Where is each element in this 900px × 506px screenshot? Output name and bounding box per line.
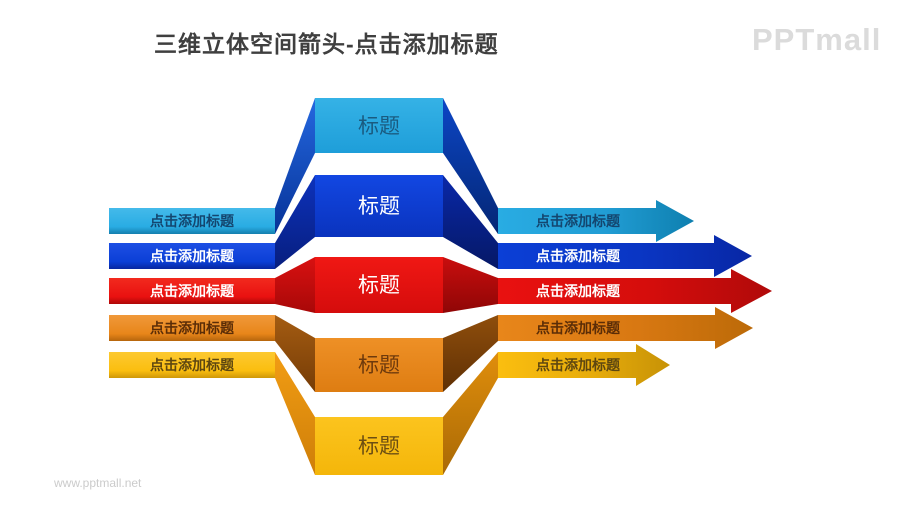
- blue-left-band: [109, 243, 275, 269]
- yellow-right-wing: [443, 352, 498, 475]
- row-blue: 点击添加标题 点击添加标题 标题: [109, 175, 752, 277]
- pptmall-logo: PPTmall: [752, 22, 882, 57]
- cyan-right-wing: [443, 98, 498, 234]
- cyan-center-box: [315, 98, 443, 153]
- red-right-wing: [443, 257, 498, 313]
- orange-center-box: [315, 338, 443, 392]
- blue-box-label: 标题: [358, 195, 400, 218]
- cyan-left-band-label: 点击添加标题: [150, 213, 235, 229]
- row-red: 点击添加标题 点击添加标题 标题: [109, 257, 772, 313]
- yellow-center-box: [315, 417, 443, 475]
- blue-right-band-label: 点击添加标题: [536, 248, 621, 264]
- red-center-box: [315, 257, 443, 313]
- row-cyan: 点击添加标题 点击添加标题 标题: [109, 98, 694, 242]
- red-left-wing: [275, 257, 315, 313]
- cyan-right-arrow: [498, 200, 694, 242]
- orange-left-band: [109, 315, 275, 341]
- row-orange: 点击添加标题 点击添加标题 标题: [109, 307, 753, 392]
- yellow-left-wing: [275, 352, 315, 475]
- blue-center-box: [315, 175, 443, 237]
- orange-left-band-label: 点击添加标题: [150, 320, 235, 336]
- orange-box-label: 标题: [358, 354, 400, 377]
- red-left-band-label: 点击添加标题: [150, 283, 235, 299]
- blue-left-wing: [275, 175, 315, 269]
- cyan-left-wing: [275, 98, 315, 234]
- orange-left-wing: [275, 315, 315, 392]
- orange-right-arrow: [498, 307, 753, 349]
- page-title: 三维立体空间箭头-点击添加标题: [154, 31, 499, 57]
- yellow-left-band: [109, 352, 275, 378]
- yellow-right-arrow: [498, 344, 670, 386]
- blue-right-arrow: [498, 235, 752, 277]
- cyan-right-band-label: 点击添加标题: [536, 213, 621, 229]
- orange-right-band-label: 点击添加标题: [536, 320, 621, 336]
- red-right-arrow: [498, 269, 772, 313]
- cyan-box-label: 标题: [358, 115, 400, 138]
- red-right-band-label: 点击添加标题: [536, 283, 621, 299]
- blue-right-wing: [443, 175, 498, 269]
- yellow-left-band-label: 点击添加标题: [150, 357, 235, 373]
- watermark-url: www.pptmall.net: [54, 476, 142, 490]
- orange-right-wing: [443, 315, 498, 392]
- red-left-band: [109, 278, 275, 304]
- row-yellow: 点击添加标题 点击添加标题 标题: [109, 344, 670, 475]
- cyan-left-band: [109, 208, 275, 234]
- blue-left-band-label: 点击添加标题: [150, 248, 235, 264]
- yellow-right-band-label: 点击添加标题: [536, 357, 621, 373]
- yellow-box-label: 标题: [358, 435, 400, 458]
- red-box-label: 标题: [358, 274, 400, 297]
